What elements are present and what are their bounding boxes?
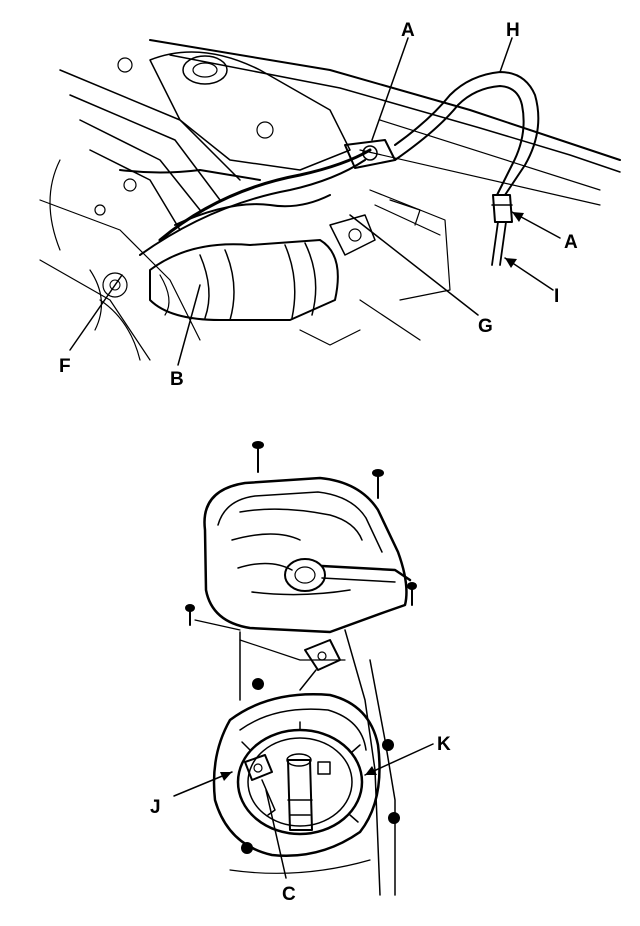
label-h: H [506,20,520,41]
label-a-side: A [564,232,578,253]
engine-bay-illustration [39,39,621,361]
top-leader-lines [69,37,561,366]
screw-icon [372,469,384,499]
callout-labels: A H A I G F B J K C [59,20,578,905]
label-k: K [437,734,451,755]
nut-icon [388,812,400,824]
label-f: F [59,356,71,377]
nut-icon [241,842,253,854]
nut-icon [382,739,394,751]
label-a-top: A [401,20,415,41]
label-g: G [478,316,493,337]
label-i: I [554,286,559,307]
label-j: J [150,797,161,818]
fuel-pump-illustration [185,441,417,896]
screw-icon [252,441,264,473]
label-b: B [170,369,184,390]
nut-icon [252,678,264,690]
screw-icon [407,582,417,606]
bottom-leader-lines [173,743,434,879]
label-c: C [282,884,296,905]
screw-icon [185,604,195,626]
